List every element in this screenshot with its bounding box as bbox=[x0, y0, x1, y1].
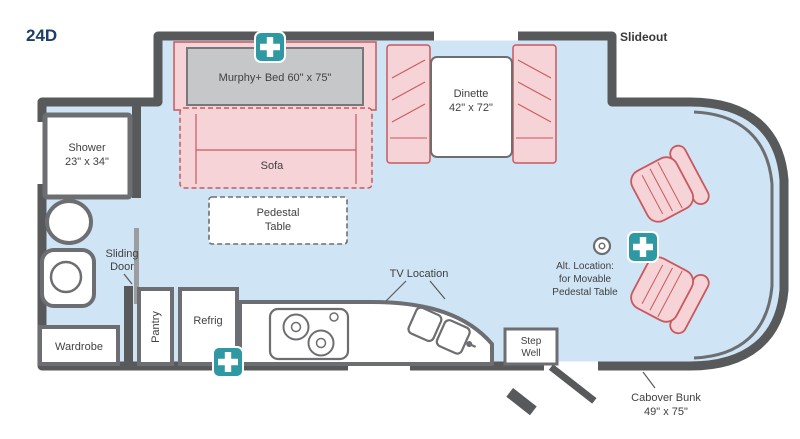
shower-label-1: Shower bbox=[68, 142, 106, 154]
alt-table-location: Alt. Location: for Movable Pedestal Tabl… bbox=[552, 236, 618, 298]
sofa-label: Sofa bbox=[261, 160, 285, 172]
pantry-label: Pantry bbox=[150, 311, 162, 343]
cab-area bbox=[630, 110, 774, 360]
cab-seat-top bbox=[630, 144, 710, 223]
kitchen: Pantry Refrig TV Location bbox=[137, 268, 494, 366]
sliding-door-pointer bbox=[123, 273, 133, 285]
wardrobe-label: Wardrobe bbox=[55, 341, 103, 353]
windshield-dash-line bbox=[693, 110, 774, 360]
pedestal-label-1: Pedestal bbox=[257, 207, 300, 219]
refrig-label: Refrig bbox=[193, 315, 222, 327]
entry-door bbox=[548, 364, 597, 404]
burner-1-inner bbox=[290, 321, 302, 333]
alt-location-label-2: for Movable bbox=[559, 274, 612, 285]
tv-location-label: TV Location bbox=[390, 268, 449, 280]
sofa bbox=[179, 107, 373, 189]
step-well-label-1: Step bbox=[521, 336, 542, 347]
shower bbox=[42, 112, 133, 200]
cabover-pointer bbox=[642, 371, 656, 389]
bath-wall-upper bbox=[132, 104, 141, 198]
wardrobe bbox=[38, 325, 120, 366]
dinette-label-1: Dinette bbox=[454, 88, 489, 100]
dinette-label-2: 42" x 72" bbox=[449, 102, 493, 114]
step-well: Step Well bbox=[503, 327, 559, 366]
kitchen-sink bbox=[407, 306, 477, 355]
dinette-table bbox=[430, 56, 513, 158]
alt-table-marker-inner bbox=[598, 242, 606, 250]
window-shower bbox=[37, 122, 47, 184]
cooktop-knob bbox=[329, 312, 339, 322]
burner-2-inner bbox=[315, 337, 327, 349]
refrigerator bbox=[178, 287, 239, 366]
cabover-bunk-label-2: 49" x 75" bbox=[644, 406, 688, 418]
plus-badge-bottom-icon bbox=[212, 346, 244, 378]
sliding-door-label-1: Sliding bbox=[105, 248, 138, 260]
cab-seat-bottom bbox=[630, 256, 710, 335]
bath-wall-lower bbox=[124, 286, 133, 366]
dinette-bench-right bbox=[512, 44, 557, 164]
sofa-seat-line bbox=[195, 114, 357, 184]
alt-location-label-1: Alt. Location: bbox=[556, 261, 614, 272]
entry-door-gap bbox=[544, 361, 598, 371]
pedestal-label-2: Table bbox=[265, 221, 291, 233]
bath-sink bbox=[49, 260, 83, 294]
tv-pointer-lines bbox=[385, 280, 446, 302]
alt-location-label-3: Pedestal Table bbox=[552, 287, 618, 298]
bathroom: Shower 23" x 34" Wardrobe Sliding Door bbox=[38, 112, 139, 366]
murphy-bed-label: Murphy+ Bed 60" x 75" bbox=[219, 72, 332, 84]
plus-badge-right-icon bbox=[627, 231, 659, 263]
model-number: 24D bbox=[26, 26, 57, 45]
pedestal-table bbox=[208, 196, 348, 245]
toilet bbox=[45, 199, 93, 245]
entry-step bbox=[506, 388, 537, 416]
dinette-bench-right-lines bbox=[516, 59, 553, 139]
dinette: Dinette 42" x 72" bbox=[386, 44, 557, 164]
sliding-door-label-2: Door bbox=[110, 261, 134, 273]
slideout-label: Slideout bbox=[620, 30, 667, 44]
step-well-label-2: Well bbox=[521, 348, 540, 359]
cabover-bunk-label-1: Cabover Bunk bbox=[631, 392, 701, 404]
window-dinette bbox=[434, 31, 518, 41]
plus-badge-top-icon bbox=[254, 31, 286, 63]
pantry bbox=[137, 287, 174, 366]
dinette-bench-left bbox=[386, 44, 431, 164]
shower-label-2: 23" x 34" bbox=[65, 156, 109, 168]
dinette-bench-left-lines bbox=[390, 59, 427, 139]
pocket-door bbox=[134, 228, 139, 304]
